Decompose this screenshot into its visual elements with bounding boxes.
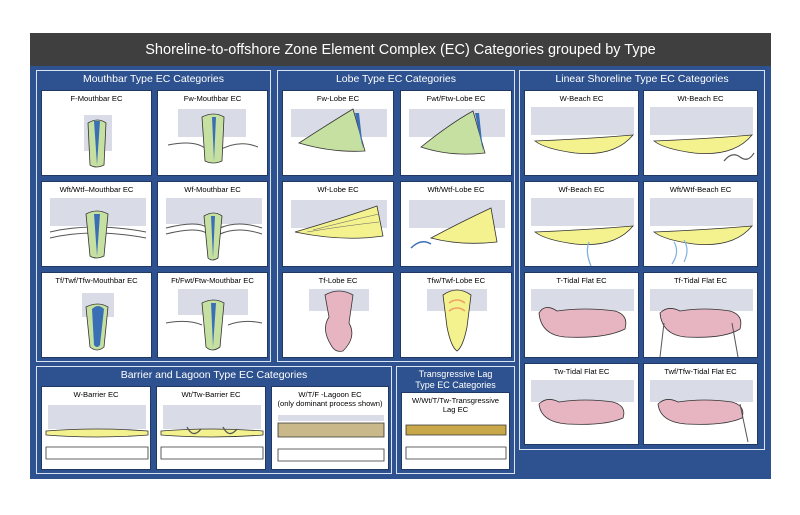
cell-wft-mouthbar: Wft/Wtf–Mouthbar EC [41,181,152,267]
cell-label: Tfw/Twf-Lobe EC [426,276,486,285]
cell-wt-barrier: Wt/Tw-Barrier EC [156,386,266,470]
lagoon-sketch [277,415,385,462]
panel-linear-title: Linear Shoreline Type EC Categories [555,73,729,85]
mouthbar-sketch [165,289,263,351]
cell-lagoon: W/T/F -Lagoon EC (only dominant process … [271,386,389,470]
cell-w-beach: W-Beach EC [524,90,639,176]
cell-label: Twf/Tfw-Tidal Flat EC [664,367,737,376]
cell-tw-tidal-flat: Tw-Tidal Flat EC [524,363,639,445]
cell-label: Ft/Fwt/Ftw-Mouthbar EC [171,276,254,285]
cell-label: W-Beach EC [559,94,604,103]
linear-sketch [650,289,753,358]
mouthbar-sketch [82,293,114,351]
panel-mouthbar-title: Mouthbar Type EC Categories [82,73,225,85]
cell-label: Tf-Lobe EC [318,276,358,285]
cell-wt-beach: Wt-Beach EC [643,90,758,176]
cell-f-mouthbar: F-Mouthbar EC [41,90,152,176]
panel-lag: Transgressive Lag Type EC Categories W/W… [396,366,515,474]
cell-label: W/Wt/T/Tw-Transgressive Lag EC [411,396,500,414]
cell-wf-mouthbar: Wf-Mouthbar EC [157,181,268,267]
cell-twf-tidal-flat: Twf/Tfw-Tidal Flat EC [643,363,758,445]
mouthbar-sketch [49,198,147,259]
cell-wf-beach: Wf-Beach EC [524,181,639,267]
cell-fwt-lobe: Fwt/Ftw-Lobe EC [400,90,512,176]
cell-label: F-Mouthbar EC [70,94,123,103]
lobe-sketch [309,289,369,352]
cell-label: Tf-Tidal Flat EC [674,276,727,285]
cell-label: T-Tidal Flat EC [556,276,607,285]
cell-label: Wf-Lobe EC [317,185,359,194]
cell-label: Wft/Wtf-Lobe EC [427,185,485,194]
linear-sketch [531,289,634,338]
lobe-sketch [291,200,387,239]
cell-fw-lobe: Fw-Lobe EC [282,90,394,176]
cell-label: Wft/Wtf-Beach EC [669,185,732,194]
cell-label: Tw-Tidal Flat EC [553,367,610,376]
panel-lobe: Lobe Type EC Categories Fw-Lobe EC Fwt/F… [277,70,515,362]
cell-label: Wt/Tw-Barrier EC [181,390,241,399]
panel-linear: Linear Shoreline Type EC Categories W-Be… [519,70,765,450]
cell-label: Tf/Twf/Tfw-Mouthbar EC [55,276,138,285]
linear-sketch [650,198,753,265]
cell-wft-beach: Wft/Wtf-Beach EC [643,181,758,267]
mouthbar-sketch [84,115,112,168]
panel-barrier: Barrier and Lagoon Type EC Categories W-… [36,366,392,474]
panel-mouthbar: Mouthbar Type EC Categories F-Mouthbar E… [36,70,271,362]
barrier-sketch [45,405,149,460]
cell-w-barrier: W-Barrier EC [41,386,151,470]
linear-sketch [650,107,755,162]
lobe-sketch [291,108,387,152]
cell-t-tidal-flat: T-Tidal Flat EC [524,272,639,358]
cell-label: W/T/F -Lagoon EC (only dominant process … [277,390,383,408]
linear-sketch [531,380,634,425]
cell-label: Wf-Mouthbar EC [184,185,241,194]
cell-label: Fw-Lobe EC [316,94,360,103]
panel-barrier-title: Barrier and Lagoon Type EC Categories [120,369,308,381]
lobe-sketch [409,200,505,249]
panel-lobe-title: Lobe Type EC Categories [335,73,457,85]
cell-label: Wft/Wtf–Mouthbar EC [59,185,134,194]
cell-label: Fw-Mouthbar EC [183,94,242,103]
cell-tfw-lobe: Tfw/Twf-Lobe EC [400,272,512,358]
cell-label: W-Barrier EC [73,390,119,399]
barrier-sketch [160,405,264,460]
mouthbar-sketch [165,198,263,261]
cell-fw-mouthbar: Fw-Mouthbar EC [157,90,268,176]
panel-lag-title: Transgressive Lag Type EC Categories [415,369,496,390]
lobe-sketch [427,289,487,352]
cell-tf-lobe: Tf-Lobe EC [282,272,394,358]
diagram-title: Shoreline-to-offshore Zone Element Compl… [30,33,771,66]
cell-wft-lobe: Wft/Wtf-Lobe EC [400,181,512,267]
linear-sketch [531,107,634,154]
diagram-body: Mouthbar Type EC Categories F-Mouthbar E… [30,66,771,479]
cell-tf-tidal-flat: Tf-Tidal Flat EC [643,272,758,358]
linear-sketch [650,380,753,443]
cell-label: Wt-Beach EC [677,94,724,103]
lag-sketch [405,424,507,460]
cell-wf-lobe: Wf-Lobe EC [282,181,394,267]
cell-label: Fwt/Ftw-Lobe EC [426,94,486,103]
cell-ft-mouthbar: Ft/Fwt/Ftw-Mouthbar EC [157,272,268,358]
lobe-sketch [409,109,505,155]
mouthbar-sketch [167,109,259,164]
linear-sketch [531,198,634,267]
cell-label: Wf-Beach EC [558,185,605,194]
cell-tf-mouthbar: Tf/Twf/Tfw-Mouthbar EC [41,272,152,358]
cell-transgressive-lag: W/Wt/T/Tw-Transgressive Lag EC [401,392,510,470]
